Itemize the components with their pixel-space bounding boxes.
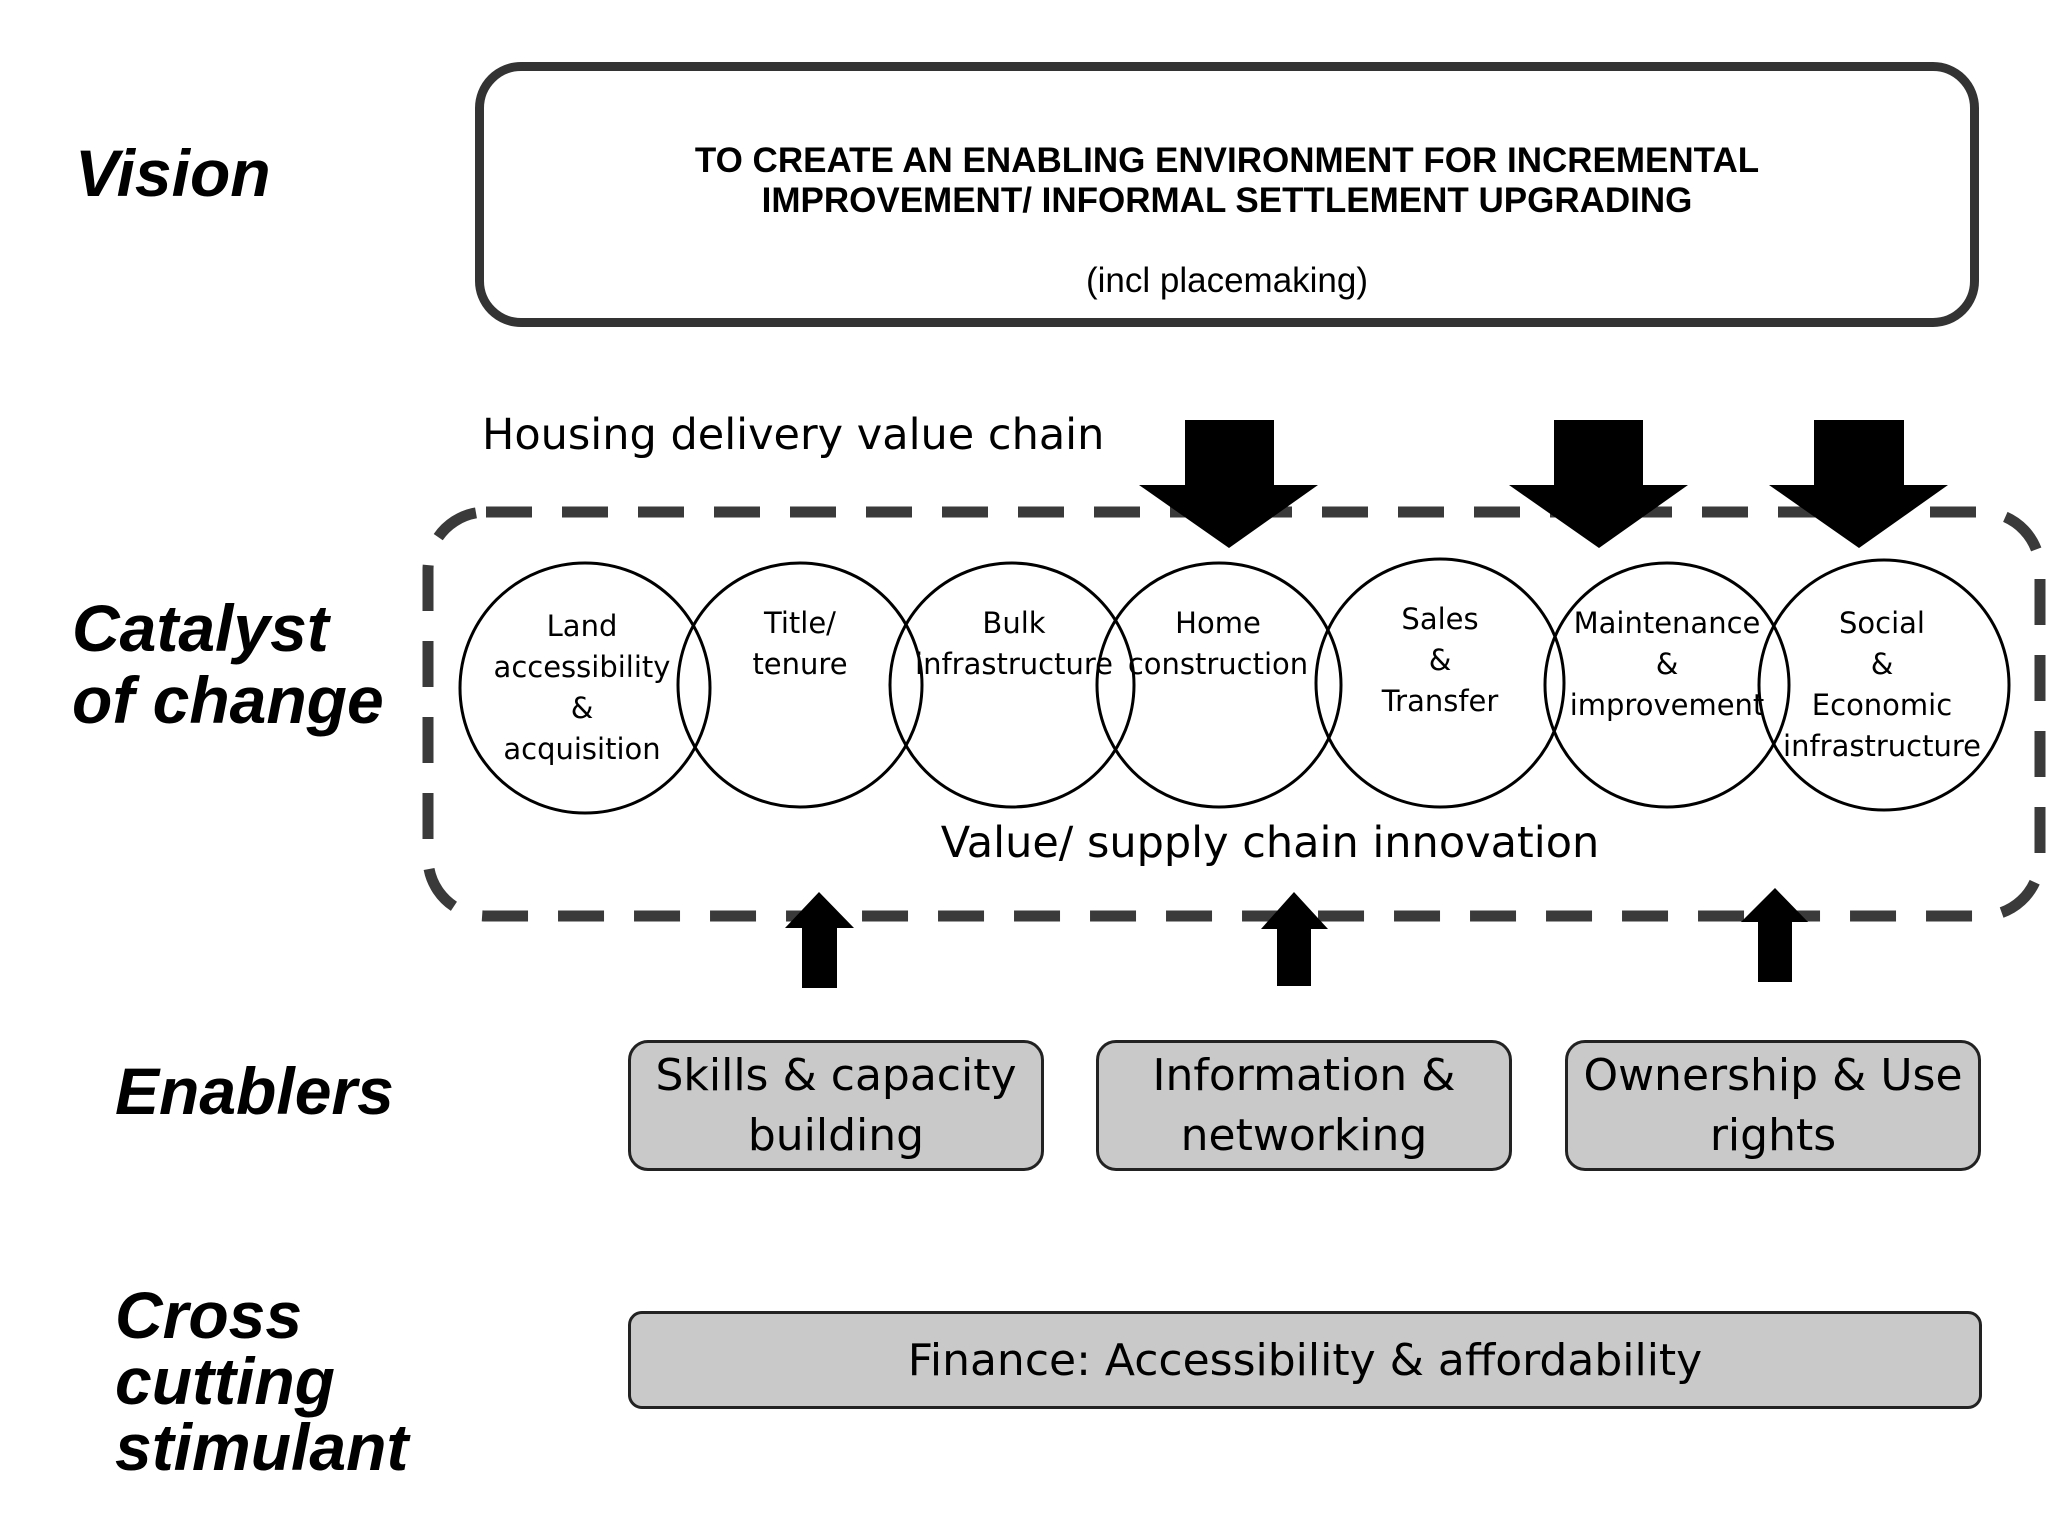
enabler-ownership: Ownership & Use rights [1565,1040,1981,1171]
enabler-information: Information & networking [1096,1040,1512,1171]
enabler-skills: Skills & capacity building [628,1040,1044,1171]
stage-label-home: Home construction [1127,606,1309,681]
value-chain-title: Housing delivery value chain [482,410,1105,460]
row-label-cross-cutting: Cross cutting stimulant [115,1278,409,1484]
stage-label-social: Social & Economic infrastructure [1783,606,1981,763]
stage-label-sales: Sales & Transfer [1381,602,1499,718]
stage-circle-bulk [888,561,1136,809]
down-arrow-social [1769,420,1948,548]
stage-circle-title [676,561,924,809]
stage-circle-sales [1314,557,1566,809]
up-arrow-skills [785,892,854,988]
down-arrow-home [1139,420,1318,548]
up-arrow-ownership [1741,888,1808,982]
stage-circle-maintenance [1543,561,1791,809]
stage-label-bulk: Bulk infrastructure [915,606,1113,681]
vision-box: TO CREATE AN ENABLING ENVIRONMENT FOR IN… [475,62,1979,327]
row-label-catalyst: Catalyst of change [72,591,384,737]
up-arrow-information [1261,892,1328,986]
stage-circle-social [1757,558,2011,812]
row-label-vision: Vision [75,136,271,210]
vision-subtitle: (incl placemaking) [1085,261,1369,300]
row-label-enablers: Enablers [115,1054,394,1128]
stage-label-land: Land accessibility & acquisition [493,609,671,766]
finance-label: Finance: Accessibility & affordability [907,1334,1703,1386]
finance-box: Finance: Accessibility & affordability [628,1311,1982,1409]
stage-label-maintenance: Maintenance & improvement [1569,606,1765,722]
vision-statement: TO CREATE AN ENABLING ENVIRONMENT FOR IN… [694,141,1760,220]
stage-circle-home [1095,561,1343,809]
down-arrow-maintenance [1509,420,1688,548]
stage-circle-land [458,561,712,815]
innovation-label: Value/ supply chain innovation [940,818,1600,868]
stage-label-title: Title/ tenure [752,606,848,681]
